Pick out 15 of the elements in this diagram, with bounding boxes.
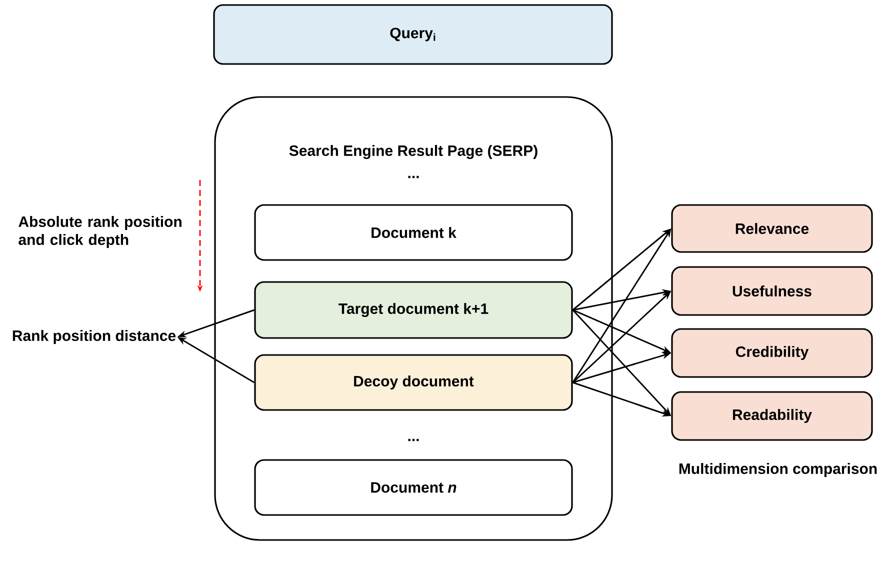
text-label: Rank position distance xyxy=(12,330,176,344)
page-heading: Search Engine Result Page (SERP) xyxy=(289,144,538,160)
criterion-box: Credibility xyxy=(671,328,873,378)
document-box: Document n xyxy=(254,459,573,516)
document-box: Decoy document xyxy=(254,354,573,411)
criterion-box: Usefulness xyxy=(671,266,873,316)
criterion-box: Readability xyxy=(671,391,873,441)
ellipsis: ... xyxy=(408,438,419,442)
query-box: Query$_{i}$ xyxy=(213,4,613,65)
note-text: Multidimension comparison xyxy=(679,463,877,477)
criterion-box: Relevance xyxy=(671,204,873,253)
document-box: Target document k+1 xyxy=(254,281,573,339)
document-box: Document k xyxy=(254,204,573,261)
note-text: Absolute rank position and click depth xyxy=(18,216,182,248)
ellipsis: ... xyxy=(408,176,419,178)
